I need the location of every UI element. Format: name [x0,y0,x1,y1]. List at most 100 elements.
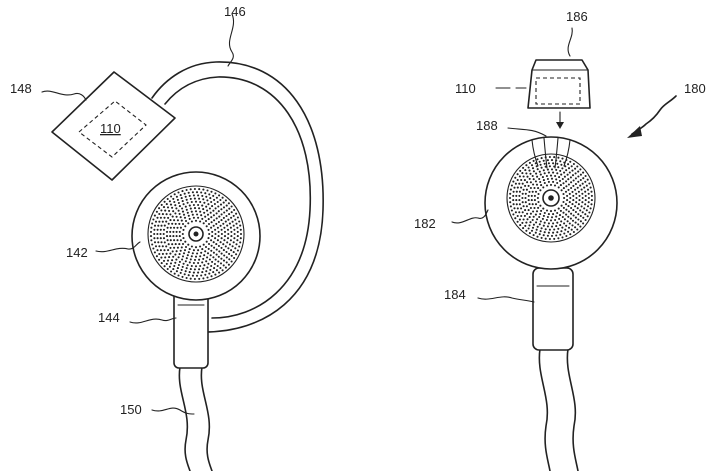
grille-dot [557,186,560,189]
grille-dot [553,156,556,159]
grille-dot [177,201,180,205]
grille-dot [217,255,220,258]
grille-dot [163,249,166,252]
grille-dot [514,182,517,185]
grille-dot [518,190,521,193]
grille-dot [533,206,536,210]
grille-dot [162,206,166,209]
grille-dot [199,264,202,268]
grille-dot [158,220,161,223]
grille-dot [228,207,231,210]
left-earphone: 146 148 110 142 144 150 [10,4,324,471]
grille-dot [510,209,513,212]
grille-dot [183,192,186,195]
grille-dot [565,185,568,188]
grille-dot [550,225,554,228]
grille-dot [219,241,222,244]
grille-dot [212,256,215,259]
grille-dot [192,194,195,197]
grille-dot [546,234,549,237]
grille-dot [156,249,159,252]
grille-dot [178,212,181,215]
grille-dot [546,215,549,219]
grille-dot [202,222,205,225]
grille-dot [586,178,589,181]
grille-dot [528,203,531,206]
grille-dot [552,231,555,234]
grille-dot [526,175,529,178]
label-150: 150 [120,402,142,417]
grille-dot [228,258,231,261]
grille-dot [175,195,178,198]
grille-dot [552,171,555,174]
grille-dot [561,157,564,160]
grille-dot [535,210,539,213]
grille-dot [210,275,213,278]
grille-dot [509,201,512,204]
grille-dot [547,171,550,174]
grille-dot [156,237,159,240]
grille-dot [212,214,215,217]
grille-dot [543,181,546,185]
grille-dot [580,188,583,191]
grille-dot [189,258,192,261]
grille-dot [590,199,593,202]
grille-dot [570,186,573,190]
grille-dot [172,268,175,271]
grille-dot [231,220,234,223]
grille-dot [571,219,575,222]
grille-dot [210,249,213,252]
grille-dot [587,192,590,195]
grille-dot [572,230,575,234]
grille-dot [175,258,178,261]
grille-dot [567,188,570,191]
grille-dot [226,228,230,231]
grille-dot [165,203,168,206]
grille-dot [571,190,574,193]
grille-dot [176,239,179,242]
grille-dot [558,176,561,179]
grille-dot [542,186,545,189]
grille-dot [226,241,229,244]
grille-dot [207,203,210,206]
grille-dot [163,241,166,244]
grille-dot [169,203,173,206]
grille-dot [151,222,154,225]
grille-dot [180,268,183,271]
grille-dot [206,256,209,259]
grille-dot [215,217,218,220]
grille-dot [528,190,531,193]
grille-dot [532,215,535,218]
grille-dot [207,237,210,240]
grille-dot [173,226,176,229]
grille-dot [567,183,570,186]
grille-dot [521,192,524,195]
grille-dot [584,190,587,193]
grille-dot [194,200,198,203]
grille-dot [181,232,184,236]
grille-dot [533,199,536,202]
grille-dot [521,221,524,224]
grille-dot [566,194,569,197]
grille-dot [176,267,179,270]
grille-dot [537,206,540,209]
grille-dot [585,184,588,187]
grille-dot [525,221,528,224]
grille-dot [565,213,568,216]
grille-dot [216,264,219,268]
grille-dot [184,225,187,228]
grille-dot [150,239,153,242]
grille-dot [238,220,241,223]
grille-dot [513,186,516,189]
grille-dot [538,223,541,226]
grille-dot [200,191,203,194]
grille-dot [584,199,587,202]
grille-dot [528,177,531,180]
grille-dot [162,228,166,231]
grille-dot [563,196,566,200]
grille-dot [582,171,585,174]
grille-dot [518,175,521,178]
grille-dot [232,251,235,254]
grille-dot [212,271,215,274]
